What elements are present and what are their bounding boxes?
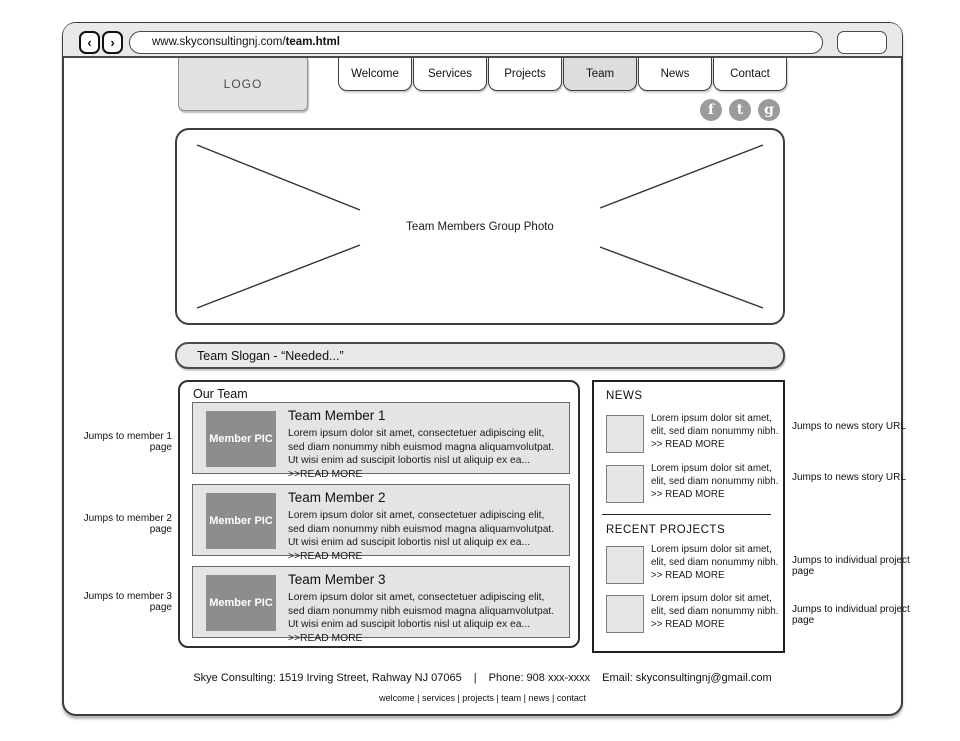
news-thumb-placeholder (606, 415, 644, 453)
annotation-member-2-link: Jumps to member 2 page (83, 513, 172, 535)
group-photo-label: Team Members Group Photo (406, 220, 554, 233)
social-icons: f t g (700, 99, 780, 121)
annotation-member-1-link: Jumps to member 1 page (83, 431, 172, 453)
member-pic-label: Member PIC (209, 597, 273, 609)
member-title: Team Member 1 (288, 408, 386, 423)
member-body: Lorem ipsum dolor sit amet, consectetuer… (288, 592, 555, 645)
news-item-1[interactable]: Lorem ipsum dolor sit amet, elit, sed di… (606, 413, 779, 455)
group-photo-placeholder: Team Members Group Photo (175, 128, 785, 325)
photo-placeholder-lines (196, 144, 764, 309)
news-item-text: Lorem ipsum dolor sit amet, elit, sed di… (651, 463, 779, 500)
address-bar[interactable]: www.skyconsultingnj.com/team.html (129, 31, 823, 54)
footer-divider: | (473, 672, 477, 684)
footer-address: Skye Consulting: 1519 Irving Street, Rah… (193, 672, 462, 684)
tab-label: Team (585, 68, 615, 80)
annotation-news-2-link: Jumps to news story URL (792, 472, 906, 483)
back-button[interactable]: ‹ (79, 31, 100, 54)
tab-welcome[interactable]: Welcome (338, 58, 412, 91)
url-page: team.html (285, 36, 340, 48)
member-pic-placeholder: Member PIC (206, 575, 276, 631)
our-team-heading: Our Team (193, 387, 248, 401)
sidebar-divider (602, 514, 771, 515)
tab-label: News (660, 68, 690, 80)
logo-label: LOGO (223, 77, 263, 91)
member-pic-label: Member PIC (209, 515, 273, 527)
nav-tab-bar: Welcome Services Projects Team News Cont… (338, 58, 787, 91)
tab-team[interactable]: Team (563, 58, 637, 91)
member-body: Lorem ipsum dolor sit amet, consectetuer… (288, 428, 555, 481)
news-item-2[interactable]: Lorem ipsum dolor sit amet, elit, sed di… (606, 463, 779, 505)
member-pic-placeholder: Member PIC (206, 411, 276, 467)
project-item-text: Lorem ipsum dolor sit amet, elit, sed di… (651, 544, 779, 581)
news-heading: NEWS (606, 390, 643, 402)
recent-projects-heading: RECENT PROJECTS (606, 524, 726, 536)
team-member-card-3[interactable]: Member PIC Team Member 3 Lorem ipsum dol… (192, 566, 570, 644)
member-title: Team Member 3 (288, 572, 386, 587)
annotation-member-3-link: Jumps to member 3 page (83, 591, 172, 613)
twitter-glyph: t (736, 102, 744, 118)
project-item-text: Lorem ipsum dolor sit amet, elit, sed di… (651, 593, 779, 630)
tab-label: Contact (730, 68, 770, 80)
footer-contact-line: Skye Consulting: 1519 Irving Street, Rah… (63, 672, 902, 684)
tab-services[interactable]: Services (413, 58, 487, 91)
annotation-news-1-link: Jumps to news story URL (792, 421, 906, 432)
footer-nav-links[interactable]: welcome | services | projects | team | n… (379, 693, 586, 703)
tab-contact[interactable]: Contact (713, 58, 787, 91)
tab-label: Services (427, 68, 473, 80)
project-thumb-placeholder (606, 546, 644, 584)
annotation-project-1-link: Jumps to individual project page (792, 555, 910, 577)
google-glyph: g (764, 102, 774, 118)
project-item-2[interactable]: Lorem ipsum dolor sit amet, elit, sed di… (606, 593, 779, 635)
member-pic-placeholder: Member PIC (206, 493, 276, 549)
facebook-glyph: f (707, 102, 715, 118)
member-title: Team Member 2 (288, 490, 386, 505)
facebook-icon[interactable]: f (700, 99, 722, 121)
team-member-card-1[interactable]: Member PIC Team Member 1 Lorem ipsum dol… (192, 402, 570, 480)
project-thumb-placeholder (606, 595, 644, 633)
member-body: Lorem ipsum dolor sit amet, consectetuer… (288, 510, 555, 563)
team-slogan-bar: Team Slogan - “Needed...” (175, 342, 785, 369)
tab-label: Projects (504, 68, 546, 80)
forward-button[interactable]: › (102, 31, 123, 54)
project-item-1[interactable]: Lorem ipsum dolor sit amet, elit, sed di… (606, 544, 779, 586)
forward-icon: › (110, 35, 115, 50)
annotation-project-2-link: Jumps to individual project page (792, 604, 910, 626)
news-sidebar-panel: NEWS Lorem ipsum dolor sit amet, elit, s… (592, 380, 785, 653)
tab-projects[interactable]: Projects (488, 58, 562, 91)
news-item-text: Lorem ipsum dolor sit amet, elit, sed di… (651, 413, 779, 450)
team-member-card-2[interactable]: Member PIC Team Member 2 Lorem ipsum dol… (192, 484, 570, 562)
news-thumb-placeholder (606, 465, 644, 503)
back-icon: ‹ (87, 35, 92, 50)
our-team-panel: Our Team Member PIC Team Member 1 Lorem … (178, 380, 580, 648)
url-prefix: www.skyconsultingnj.com/ (152, 36, 286, 48)
google-icon[interactable]: g (758, 99, 780, 121)
tab-news[interactable]: News (638, 58, 712, 91)
team-slogan-text: Team Slogan - “Needed...” (197, 348, 344, 363)
member-pic-label: Member PIC (209, 433, 273, 445)
footer-phone: Phone: 908 xxx-xxxx (488, 672, 591, 684)
tab-label: Welcome (351, 68, 399, 80)
footer-email[interactable]: Email: skyconsultingnj@gmail.com (602, 672, 772, 684)
logo-placeholder[interactable]: LOGO (178, 58, 308, 111)
twitter-icon[interactable]: t (729, 99, 751, 121)
browser-extra-box[interactable] (837, 31, 887, 54)
